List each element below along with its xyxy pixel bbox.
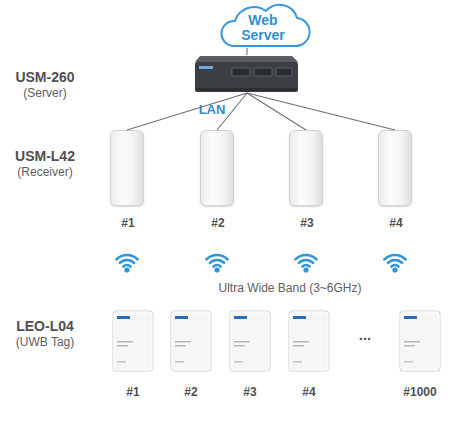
lan-line (247, 93, 306, 130)
cloud-shape (221, 5, 309, 46)
model-role: (UWB Tag) (2, 336, 88, 350)
uplink-line (246, 48, 247, 55)
tag-number: #1000 (390, 386, 450, 400)
model-role: (Receiver) (2, 166, 88, 180)
uwb-tag-device (171, 311, 211, 371)
wifi-symbol (384, 255, 405, 273)
receiver-number: #4 (358, 217, 434, 231)
receiver-node: #1 (110, 130, 144, 206)
server-led (199, 66, 213, 69)
server-port (232, 68, 250, 76)
lan-line (247, 93, 395, 130)
lan-line (127, 93, 247, 130)
model-name: LEO-L04 (2, 318, 88, 334)
server-device (195, 56, 298, 92)
receiver-number: #1 (90, 217, 166, 231)
tag-number: #2 (166, 386, 216, 400)
receiver-node: #2 (200, 130, 234, 206)
wifi-symbol (295, 255, 316, 273)
tag-number: #3 (225, 386, 275, 400)
link-label: LAN (182, 103, 242, 118)
band-label: Ultra Wide Band (3~6GHz) (180, 282, 400, 296)
receiver-number: #2 (180, 217, 256, 231)
node-label-text: Web Server (234, 13, 292, 43)
server-top (195, 56, 298, 62)
server-node: USM-260(Server) (10, 55, 300, 93)
node-label: Web Server (213, 2, 313, 48)
lan-line (217, 93, 247, 130)
wifi-symbol (116, 255, 137, 273)
uwb-tag-device (289, 311, 329, 371)
receiver-node: #3 (289, 130, 323, 206)
model-name: USM-260 (10, 69, 80, 85)
uwb-tag-device (230, 311, 270, 371)
tag-number: #4 (284, 386, 334, 400)
model-role: (Server) (10, 87, 80, 101)
tag-number: ... (345, 326, 385, 343)
server-port (254, 68, 272, 76)
cloud-node: Web Server (213, 2, 313, 48)
receiver-number: #3 (269, 217, 345, 231)
server-port (276, 68, 292, 76)
server-front (195, 62, 298, 92)
model-name: USM-L42 (2, 148, 88, 164)
tag-number: #1 (108, 386, 158, 400)
receiver-node: #4 (378, 130, 412, 206)
uwb-tag-device (400, 311, 440, 371)
server-base (196, 88, 297, 91)
wifi-symbol (206, 255, 227, 273)
uwb-tag-device (113, 311, 153, 371)
